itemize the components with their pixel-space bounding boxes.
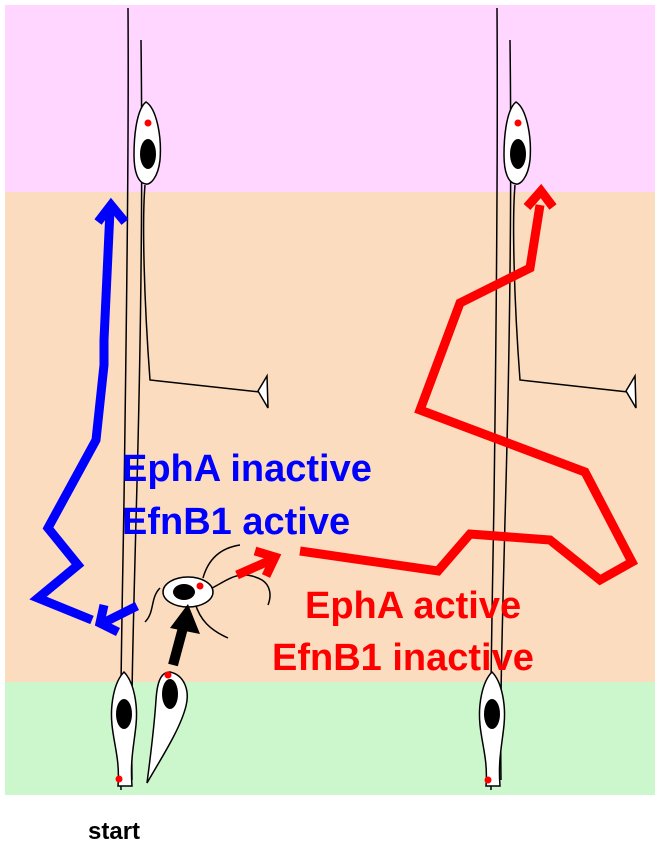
blue-label-line2: EfnB1 active: [122, 501, 350, 543]
start-label: start: [88, 818, 140, 845]
neuron-bottom-right: [478, 670, 506, 787]
red-path: [235, 183, 639, 586]
black-arrow: [168, 604, 200, 667]
red-label-line2: EfnB1 inactive: [272, 637, 534, 679]
neuron-top-right: [503, 101, 637, 409]
neuron-bottom-left: [110, 670, 138, 787]
lower-zone: [5, 682, 655, 795]
middle-zone: [5, 192, 655, 682]
upper-zone: [5, 5, 655, 192]
blue-path: [29, 197, 140, 637]
blue-label-line1: EphA inactive: [122, 448, 372, 490]
neuron-top-left: [133, 101, 269, 409]
red-label-line1: EphA active: [305, 585, 521, 627]
neuron-bottom-migrating: [146, 671, 188, 784]
